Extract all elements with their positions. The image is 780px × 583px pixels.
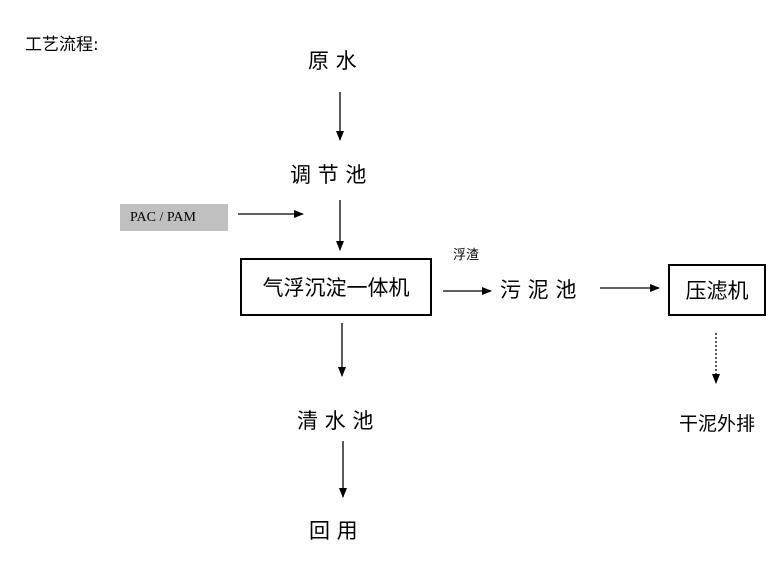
node-dry-sludge: 干泥外排 xyxy=(679,413,756,435)
node-raw-water: 原 水 xyxy=(308,49,357,73)
node-reuse: 回 用 xyxy=(309,519,358,543)
node-daf-unit: 气浮沉淀一体机 xyxy=(240,258,432,316)
daf-unit-label: 气浮沉淀一体机 xyxy=(262,276,410,300)
node-chemicals: PAC / PAM xyxy=(120,204,228,231)
node-filter-press: 压滤机 xyxy=(668,264,766,316)
node-sludge-tank: 污 泥 池 xyxy=(500,278,577,302)
node-equalization-tank: 调 节 池 xyxy=(290,163,367,187)
node-clear-water-tank: 清 水 池 xyxy=(297,409,374,433)
flow-title: 工艺流程: xyxy=(25,35,99,55)
filter-press-label: 压滤机 xyxy=(685,279,749,303)
chemicals-label: PAC / PAM xyxy=(130,209,196,225)
label-scum: 浮渣 xyxy=(453,248,480,263)
